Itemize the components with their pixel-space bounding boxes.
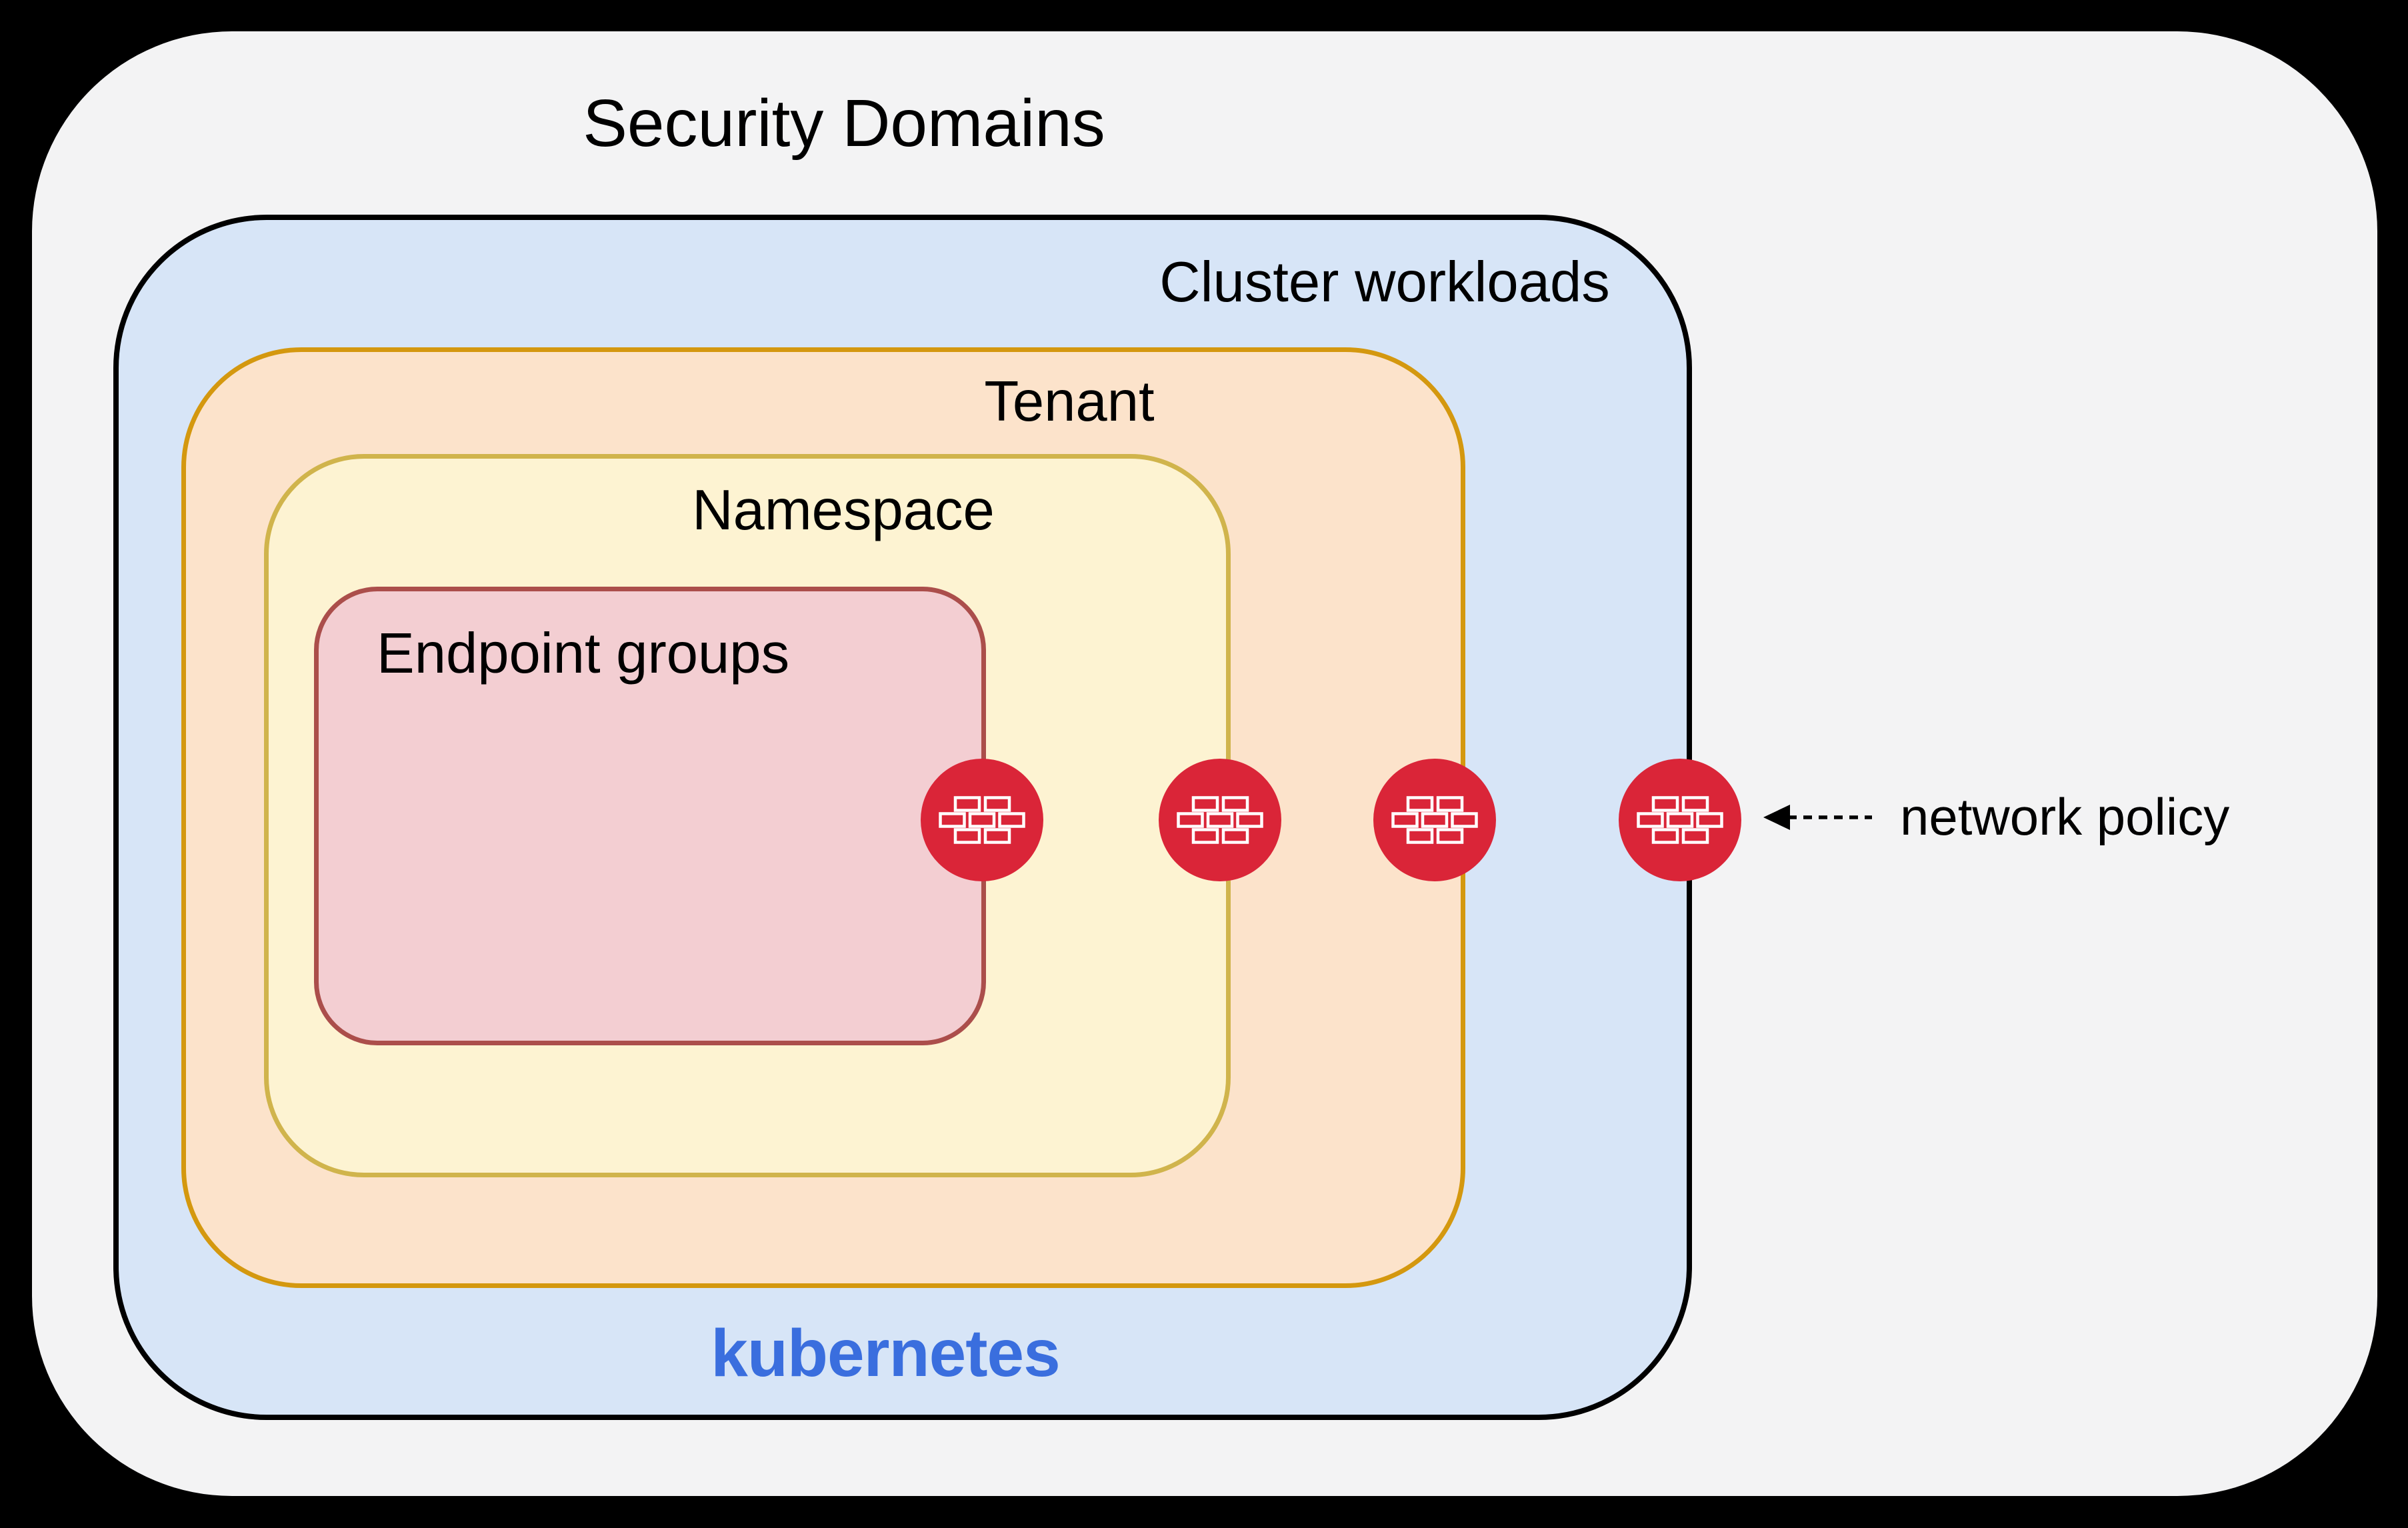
kubernetes-wordmark: kubernetes (711, 1316, 1061, 1391)
firewall-marker-namespace-boundary (1159, 759, 1281, 881)
namespace-label: Namespace (692, 479, 995, 542)
endpoint-groups-label: Endpoint groups (377, 622, 790, 685)
brick-wall-firewall-icon (939, 796, 1025, 844)
arrowhead-left-icon (1763, 805, 1790, 830)
network-policy-arrow (1763, 805, 1872, 830)
cluster-workloads-label: Cluster workloads (1159, 251, 1610, 314)
firewall-marker-tenant-boundary (1373, 759, 1496, 881)
firewall-marker-endpoint-boundary (921, 759, 1043, 881)
network-policy-label: network policy (1900, 787, 2230, 846)
endpoint-groups-domain (314, 587, 986, 1045)
firewall-marker-cluster-boundary (1619, 759, 1741, 881)
brick-wall-firewall-icon (1177, 796, 1263, 844)
tenant-label: Tenant (984, 370, 1155, 433)
brick-wall-firewall-icon (1391, 796, 1478, 844)
diagram-title: Security Domains (583, 86, 1105, 161)
brick-wall-firewall-icon (1637, 796, 1723, 844)
